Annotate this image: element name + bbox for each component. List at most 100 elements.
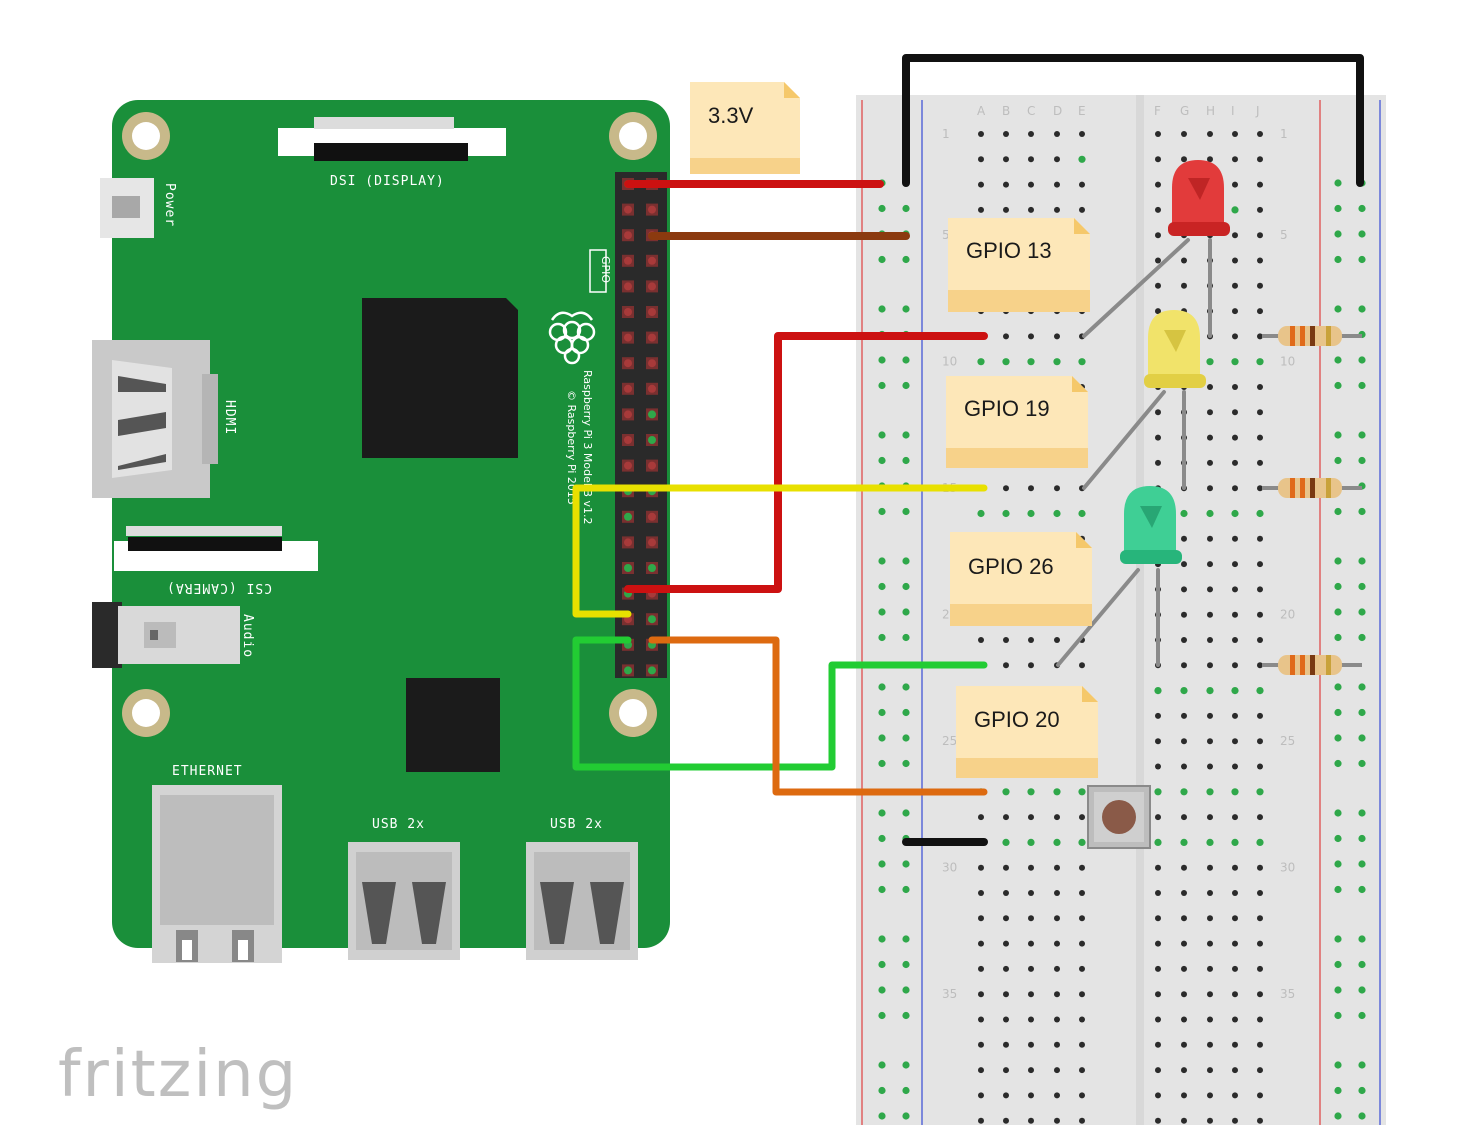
breadboard-hole: [1232, 611, 1238, 618]
breadboard-hole: [1054, 333, 1060, 340]
rail-hole: [878, 809, 886, 817]
gpio-pin: [624, 410, 632, 419]
breadboard-hole: [1028, 890, 1034, 896]
breadboard-hole: [1028, 1092, 1034, 1099]
rail-hole: [902, 1086, 910, 1095]
breadboard-hole: [1054, 1067, 1060, 1074]
rail-hole: [1334, 1112, 1342, 1120]
hdmi-label: HDMI: [222, 400, 237, 435]
rail-hole: [1358, 860, 1366, 868]
rail-hole: [1358, 734, 1366, 742]
breadboard-hole: [1206, 509, 1214, 518]
breadboard-body: [856, 95, 1386, 1125]
gpio-pin: [624, 436, 632, 444]
breadboard-hole: [1232, 712, 1238, 719]
rail-hole: [878, 633, 886, 642]
rail-hole: [902, 204, 910, 213]
breadboard-hole: [1207, 1067, 1213, 1074]
breadboard-hole: [1028, 662, 1034, 669]
rail-hole: [902, 960, 910, 969]
rail-hole: [902, 935, 910, 943]
rail-hole: [902, 885, 910, 894]
breadboard-hole: [1207, 890, 1213, 896]
breadboard-hole: [1257, 485, 1263, 492]
usb-port-2: [526, 842, 638, 960]
breadboard-hole: [1154, 687, 1162, 695]
rail-hole: [878, 431, 886, 439]
breadboard-hole: [978, 131, 984, 137]
gpio-pin: [624, 564, 632, 572]
led-green-leg-1: [1056, 568, 1140, 667]
wire-red-gpio13: [624, 332, 988, 593]
gpio-pin: [648, 282, 656, 291]
rail-hole: [878, 885, 886, 894]
breadboard-hole: [1028, 814, 1034, 821]
rail-hole: [1334, 381, 1342, 390]
rail-hole: [1334, 935, 1342, 943]
rail-hole: [1358, 431, 1366, 439]
rail-hole: [902, 809, 910, 817]
leds: [1120, 160, 1230, 564]
breadboard-hole: [1257, 384, 1263, 390]
rail-hole: [878, 734, 886, 742]
breadboard-hole: [1257, 915, 1263, 922]
row-number: 5: [942, 228, 950, 242]
breadboard-hole: [1155, 181, 1161, 188]
breadboard-hole: [1028, 156, 1034, 163]
breadboard-hole: [1257, 864, 1263, 871]
rail-hole: [1334, 1011, 1342, 1020]
breadboard-hole: [1155, 814, 1161, 821]
row-number: 30: [942, 861, 957, 875]
breadboard-hole: [1180, 509, 1188, 518]
breadboard-hole: [1257, 586, 1263, 593]
breadboard-hole: [1257, 991, 1263, 998]
center-channel: [1136, 95, 1144, 1125]
breadboard-hole: [1155, 864, 1161, 871]
breadboard-hole: [1003, 156, 1009, 163]
breadboard-hole: [1003, 1117, 1009, 1124]
breadboard-hole: [1028, 1016, 1034, 1023]
gpio-pin: [624, 282, 632, 291]
rail-hole: [1358, 935, 1366, 943]
breadboard-hole: [1180, 687, 1188, 695]
breadboard-hole: [1257, 308, 1263, 315]
breadboard-hole: [1206, 788, 1214, 796]
breadboard-hole: [1181, 131, 1187, 137]
breadboard-hole: [1079, 1092, 1085, 1099]
breadboard-hole: [1232, 131, 1238, 137]
breadboard-hole: [1155, 232, 1161, 239]
breadboard-hole: [1079, 965, 1085, 972]
breadboard-hole: [1207, 1117, 1213, 1124]
breadboard-hole: [1079, 1016, 1085, 1023]
rail-hole: [902, 255, 910, 264]
breadboard-hole: [1028, 131, 1034, 137]
rail-hole: [902, 1112, 910, 1120]
breadboard-hole: [1054, 156, 1060, 163]
rail-hole: [1334, 557, 1342, 565]
breadboard-hole: [1054, 991, 1060, 998]
breadboard-hole: [1002, 358, 1010, 366]
breadboard-hole: [1003, 915, 1009, 922]
breadboard-hole: [1207, 712, 1213, 719]
breadboard-hole: [1002, 509, 1010, 518]
rail-hole: [878, 1086, 886, 1095]
rail-hole: [1358, 708, 1366, 717]
breadboard-hole: [1155, 131, 1161, 137]
rail-hole: [902, 734, 910, 742]
csi-connector: [114, 526, 318, 571]
breadboard-hole: [1207, 611, 1213, 618]
breadboard-hole: [1078, 838, 1086, 847]
breadboard-hole: [1181, 662, 1187, 669]
wire-orange-gpio20: [648, 636, 988, 796]
breadboard-hole: [1054, 1117, 1060, 1124]
breadboard-hole: [1257, 890, 1263, 896]
breadboard-hole: [1054, 864, 1060, 871]
breadboard-hole: [1232, 384, 1238, 390]
rail-hole: [1334, 986, 1342, 994]
rail-hole: [878, 759, 886, 768]
breadboard-hole: [1207, 156, 1213, 163]
gpio-label-box: [589, 249, 607, 293]
breadboard-hole: [1155, 940, 1161, 947]
breadboard-hole: [1232, 662, 1238, 669]
breadboard-hole: [1207, 814, 1213, 821]
